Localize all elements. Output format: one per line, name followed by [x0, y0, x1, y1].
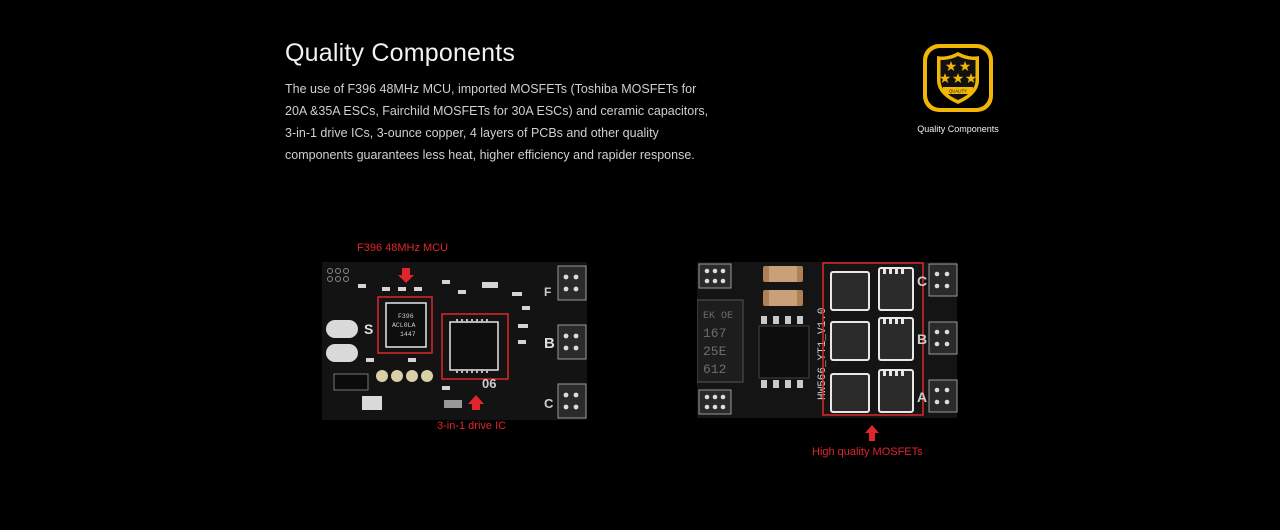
esc-board-right-image: EK OE 167 25E 612 HW566_YT1_V1.0 C B A	[697, 262, 958, 418]
svg-text:F396: F396	[398, 313, 414, 320]
svg-text:B: B	[544, 335, 555, 352]
svg-text:QUALITY: QUALITY	[949, 89, 967, 94]
svg-text:167: 167	[703, 326, 726, 341]
svg-text:B: B	[917, 331, 927, 347]
mcu-callout: F396 48MHz MCU	[357, 242, 449, 254]
section-description: The use of F396 48MHz MCU, imported MOSF…	[285, 78, 745, 166]
description-line: 3-in-1 drive ICs, 3-ounce copper, 4 laye…	[285, 126, 659, 140]
svg-text:C: C	[917, 273, 927, 289]
svg-text:A: A	[917, 389, 927, 405]
svg-text:25E: 25E	[703, 344, 727, 359]
svg-text:C: C	[544, 396, 554, 411]
svg-text:612: 612	[703, 362, 726, 377]
svg-text:06: 06	[482, 376, 496, 391]
svg-text:F: F	[544, 285, 551, 299]
svg-text:1447: 1447	[400, 331, 416, 338]
mosfets-callout: High quality MOSFETs	[812, 446, 923, 458]
section-title: Quality Components	[285, 39, 516, 67]
five-star-shield-icon: QUALITY	[923, 44, 993, 112]
svg-text:EK OE: EK OE	[703, 311, 733, 322]
svg-text:ACL0LA: ACL0LA	[392, 322, 416, 329]
description-line: 20A &35A ESCs, Fairchild MOSFETs for 30A…	[285, 104, 709, 118]
description-line: The use of F396 48MHz MCU, imported MOSF…	[285, 82, 697, 96]
badge-label: Quality Components	[917, 124, 999, 134]
esc-board-left-image: S F396 ACL0LA 1447 06 B F C	[322, 262, 587, 420]
mosfet-arrow-icon	[865, 425, 879, 441]
svg-text:S: S	[364, 321, 373, 337]
driver-ic-callout: 3-in-1 drive IC	[437, 420, 507, 432]
description-line: components guarantees less heat, higher …	[285, 148, 695, 162]
